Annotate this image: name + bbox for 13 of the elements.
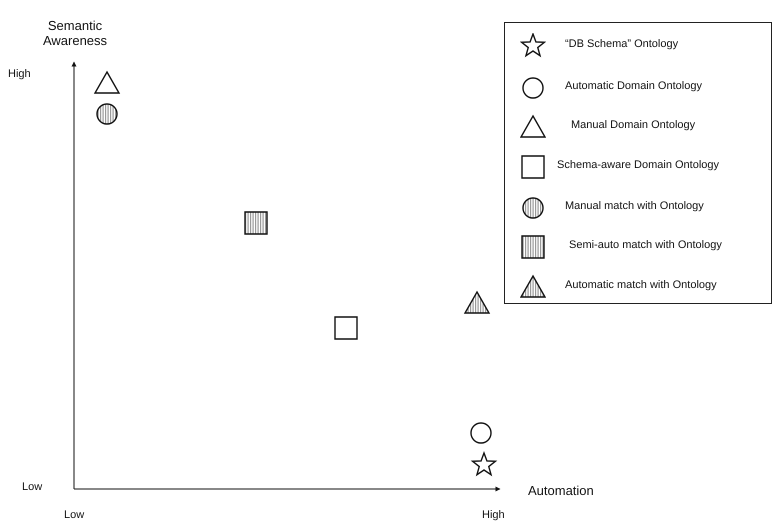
axis-title: Semantic Awareness bbox=[42, 19, 108, 49]
legend-label: Semi-auto match with Ontology bbox=[569, 239, 722, 251]
legend-label: Manual match with Ontology bbox=[565, 200, 704, 212]
legend-label: Automatic Domain Ontology bbox=[565, 80, 702, 92]
axis-end-label: High bbox=[8, 68, 31, 81]
legend-label: Manual Domain Ontology bbox=[571, 119, 696, 131]
legend-label: “DB Schema” Ontology bbox=[565, 38, 678, 50]
legend-label: Schema-aware Domain Ontology bbox=[557, 159, 720, 171]
legend-label: Automatic match with Ontology bbox=[565, 279, 717, 291]
axis-end-label: Low bbox=[64, 509, 84, 522]
axis-end-label: High bbox=[482, 509, 505, 522]
axis-end-label: Low bbox=[22, 481, 42, 494]
axis-title: Automation bbox=[528, 484, 594, 499]
